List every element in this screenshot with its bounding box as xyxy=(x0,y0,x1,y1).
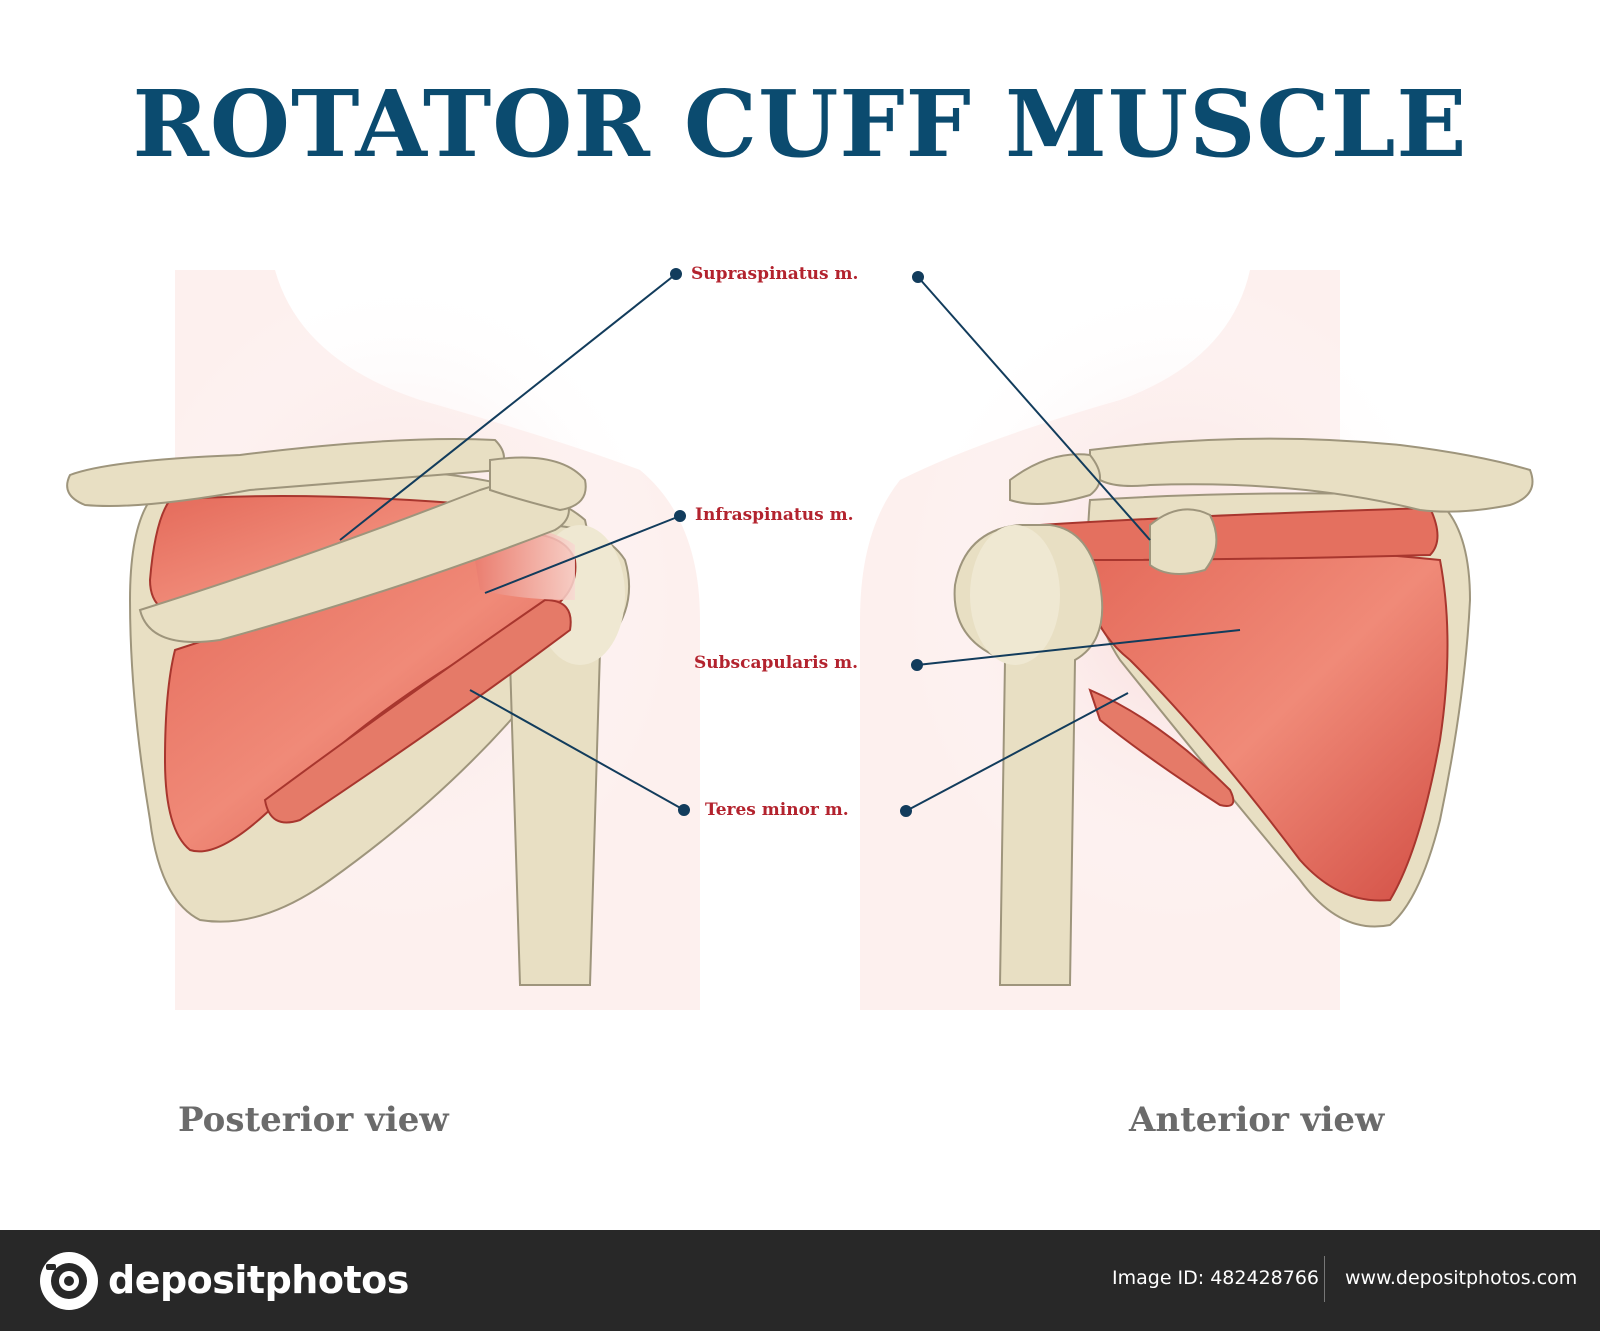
leader-infraspinatus-left xyxy=(484,515,681,594)
dot-supraspinatus-right xyxy=(912,271,924,283)
site-url[interactable]: www.depositphotos.com xyxy=(1345,1267,1578,1289)
shoulder-diagram xyxy=(66,268,1534,1010)
posterior-scapular-spine xyxy=(138,479,570,643)
leader-subscapularis-right xyxy=(916,629,1241,666)
leader-supraspinatus-right xyxy=(917,276,1151,541)
label-infraspinatus: Infraspinatus m. xyxy=(695,505,854,525)
posterior-teres-minor xyxy=(263,598,572,824)
camera-logo-icon xyxy=(40,1252,98,1310)
dot-teres-minor-right xyxy=(900,805,912,817)
label-supraspinatus: Supraspinatus m. xyxy=(691,264,859,284)
label-teres-minor: Teres minor m. xyxy=(705,800,849,820)
dot-infraspinatus xyxy=(674,510,686,522)
dot-teres-minor-left xyxy=(678,804,690,816)
label-subscapularis: Subscapularis m. xyxy=(694,653,858,673)
leader-teres-minor-left xyxy=(469,689,685,811)
posterior-shoulder xyxy=(66,438,631,986)
diagram-title: ROTATOR CUFF MUSCLE xyxy=(132,70,1468,178)
dot-subscapularis xyxy=(911,659,923,671)
dot-supraspinatus-left xyxy=(670,268,682,280)
anterior-teres-minor xyxy=(1088,688,1235,807)
leader-teres-minor-right xyxy=(905,692,1129,812)
footer-divider xyxy=(1324,1256,1325,1302)
leader-lines xyxy=(339,268,1241,817)
image-id: Image ID: 482428766 xyxy=(1112,1267,1320,1289)
footer-bar: depositphotos Image ID: 482428766 www.de… xyxy=(0,1230,1600,1331)
brand-name[interactable]: depositphotos xyxy=(108,1258,409,1302)
anterior-view-label: Anterior view xyxy=(1129,1100,1385,1140)
posterior-view-label: Posterior view xyxy=(178,1100,449,1140)
anterior-clavicle xyxy=(1089,437,1534,513)
leader-supraspinatus-left xyxy=(339,273,677,541)
